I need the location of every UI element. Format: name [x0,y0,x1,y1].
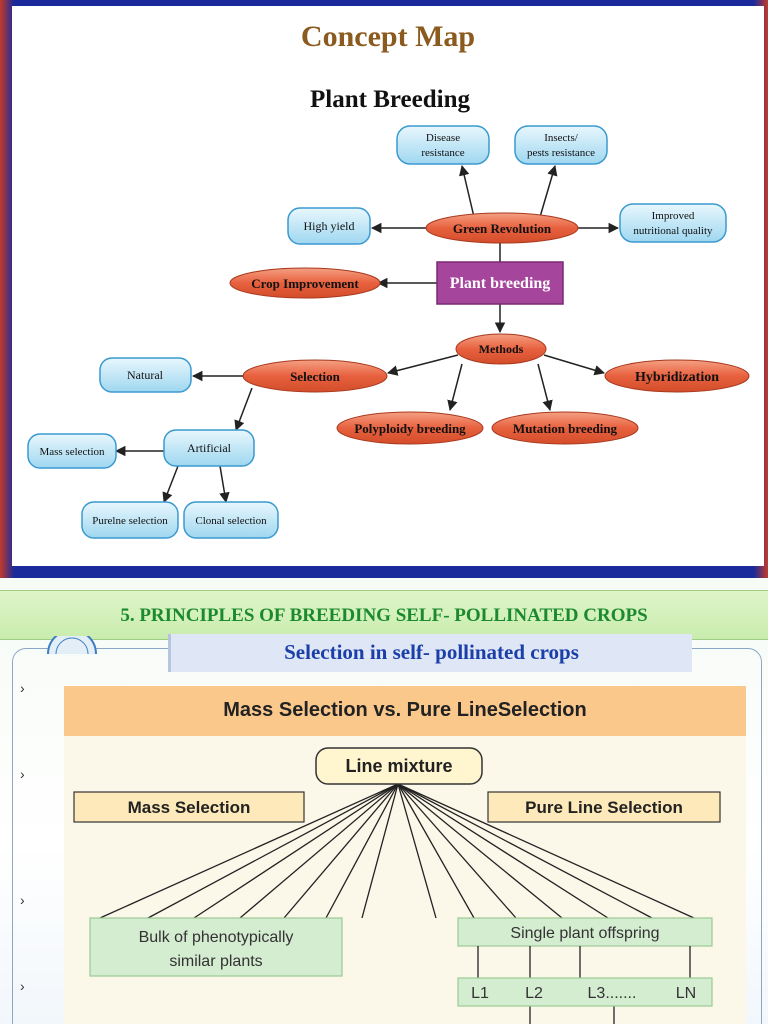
line-label: LN [676,985,696,1002]
svg-text:Bulk of phenotypically: Bulk of phenotypically [139,929,294,946]
concept-map-diagram: Disease resistance Insects/ pests resist… [27,125,750,539]
svg-text:Polyploidy breeding: Polyploidy breeding [354,421,466,436]
svg-text:Methods: Methods [479,342,524,356]
figure-title: Mass Selection vs. Pure LineSelection [223,699,587,721]
crop-improvement-node: Crop Improvement [229,267,381,299]
concept-map-connectors [114,164,620,504]
svg-text:similar plants: similar plants [169,953,262,970]
mass-selection-label: Mass Selection [73,791,305,823]
svg-text:Improved: Improved [652,210,695,222]
svg-text:High yield: High yield [304,219,355,233]
hybridization-node: Hybridization [604,359,750,393]
bulk-plants-box: Bulk of phenotypically similar plants [89,917,343,977]
bullet-marker-icon: › [20,892,25,908]
mutation-breeding-node: Mutation breeding [491,411,639,445]
svg-text:Mass selection: Mass selection [39,446,105,458]
selection-subheading: Selection in self- pollinated crops [284,640,579,664]
clonal-selection-node: Clonal selection [183,501,279,539]
disease-resistance-node: Disease resistance [396,125,490,165]
svg-text:Artificial: Artificial [187,441,232,455]
bullet-marker-icon: › [20,766,25,782]
selection-subheading-box: Selection in self- pollinated crops [168,634,692,672]
artificial-node: Artificial [163,429,255,467]
svg-text:Natural: Natural [127,368,164,382]
svg-text:Plant breeding: Plant breeding [450,275,551,292]
svg-text:Line mixture: Line mixture [345,756,452,776]
green-revolution-node: Green Revolution [425,212,579,244]
concept-map-slide: Concept Map Plant Breeding [0,0,768,578]
svg-text:Insects/: Insects/ [544,132,579,144]
svg-text:Purelne selection: Purelne selection [92,515,168,527]
svg-text:Clonal selection: Clonal selection [195,515,267,527]
principles-slide: 5. PRINCIPLES OF BREEDING SELF- POLLINAT… [0,578,768,1024]
line-label: L1 [471,985,489,1002]
svg-text:pests resistance: pests resistance [527,147,595,159]
concept-map-subtitle: Plant Breeding [310,86,470,113]
concept-map-title: Concept Map [300,20,476,53]
line-label: L3....... [588,985,637,1002]
natural-node: Natural [99,357,192,393]
insects-pests-resistance-node: Insects/ pests resistance [514,125,608,165]
svg-text:Mutation breeding: Mutation breeding [513,421,618,436]
concept-map-page: Concept Map Plant Breeding [12,6,764,566]
fan-lines [99,783,695,919]
svg-text:Green Revolution: Green Revolution [453,221,552,236]
improved-nutritional-quality-node: Improved nutritional quality [619,203,727,243]
high-yield-node: High yield [287,207,371,245]
svg-text:Pure Line Selection: Pure Line Selection [525,798,683,817]
line-label: L2 [525,985,543,1002]
svg-text:nutritional quality: nutritional quality [633,225,713,237]
line-mixture-node: Line mixture [315,747,483,785]
mass-selection-node: Mass selection [27,433,117,469]
offspring-connectors [477,946,691,1024]
svg-text:Hybridization: Hybridization [635,370,719,385]
bullet-marker-icon: › [20,978,25,994]
svg-text:Crop Improvement: Crop Improvement [251,276,359,291]
methods-node: Methods [455,333,547,365]
svg-text:Single plant offspring: Single plant offspring [510,925,659,942]
svg-text:resistance: resistance [421,147,464,159]
plant-breeding-node: Plant breeding [436,261,564,305]
svg-text:Selection: Selection [290,369,341,384]
svg-text:Disease: Disease [426,132,460,144]
selection-comparison-figure: Mass Selection vs. Pure LineSelection [64,686,746,1024]
svg-text:Mass Selection: Mass Selection [128,798,251,817]
principles-heading: 5. PRINCIPLES OF BREEDING SELF- POLLINAT… [120,605,648,626]
pureline-selection-node: Purelne selection [81,501,179,539]
bullet-marker-icon: › [20,680,25,696]
polyploidy-breeding-node: Polyploidy breeding [336,411,484,445]
principles-banner: 5. PRINCIPLES OF BREEDING SELF- POLLINAT… [0,590,768,640]
single-plant-offspring-box: Single plant offspring [457,917,713,947]
lines-row-box: L1 L2 L3....... LN [457,977,713,1007]
selection-comparison-diagram: Line mixture Mass Selection Pure Line Se… [73,747,721,1024]
pure-line-selection-label: Pure Line Selection [487,791,721,823]
selection-node: Selection [242,359,388,393]
figure-header: Mass Selection vs. Pure LineSelection [64,686,746,736]
institution-logo-icon [47,636,97,654]
